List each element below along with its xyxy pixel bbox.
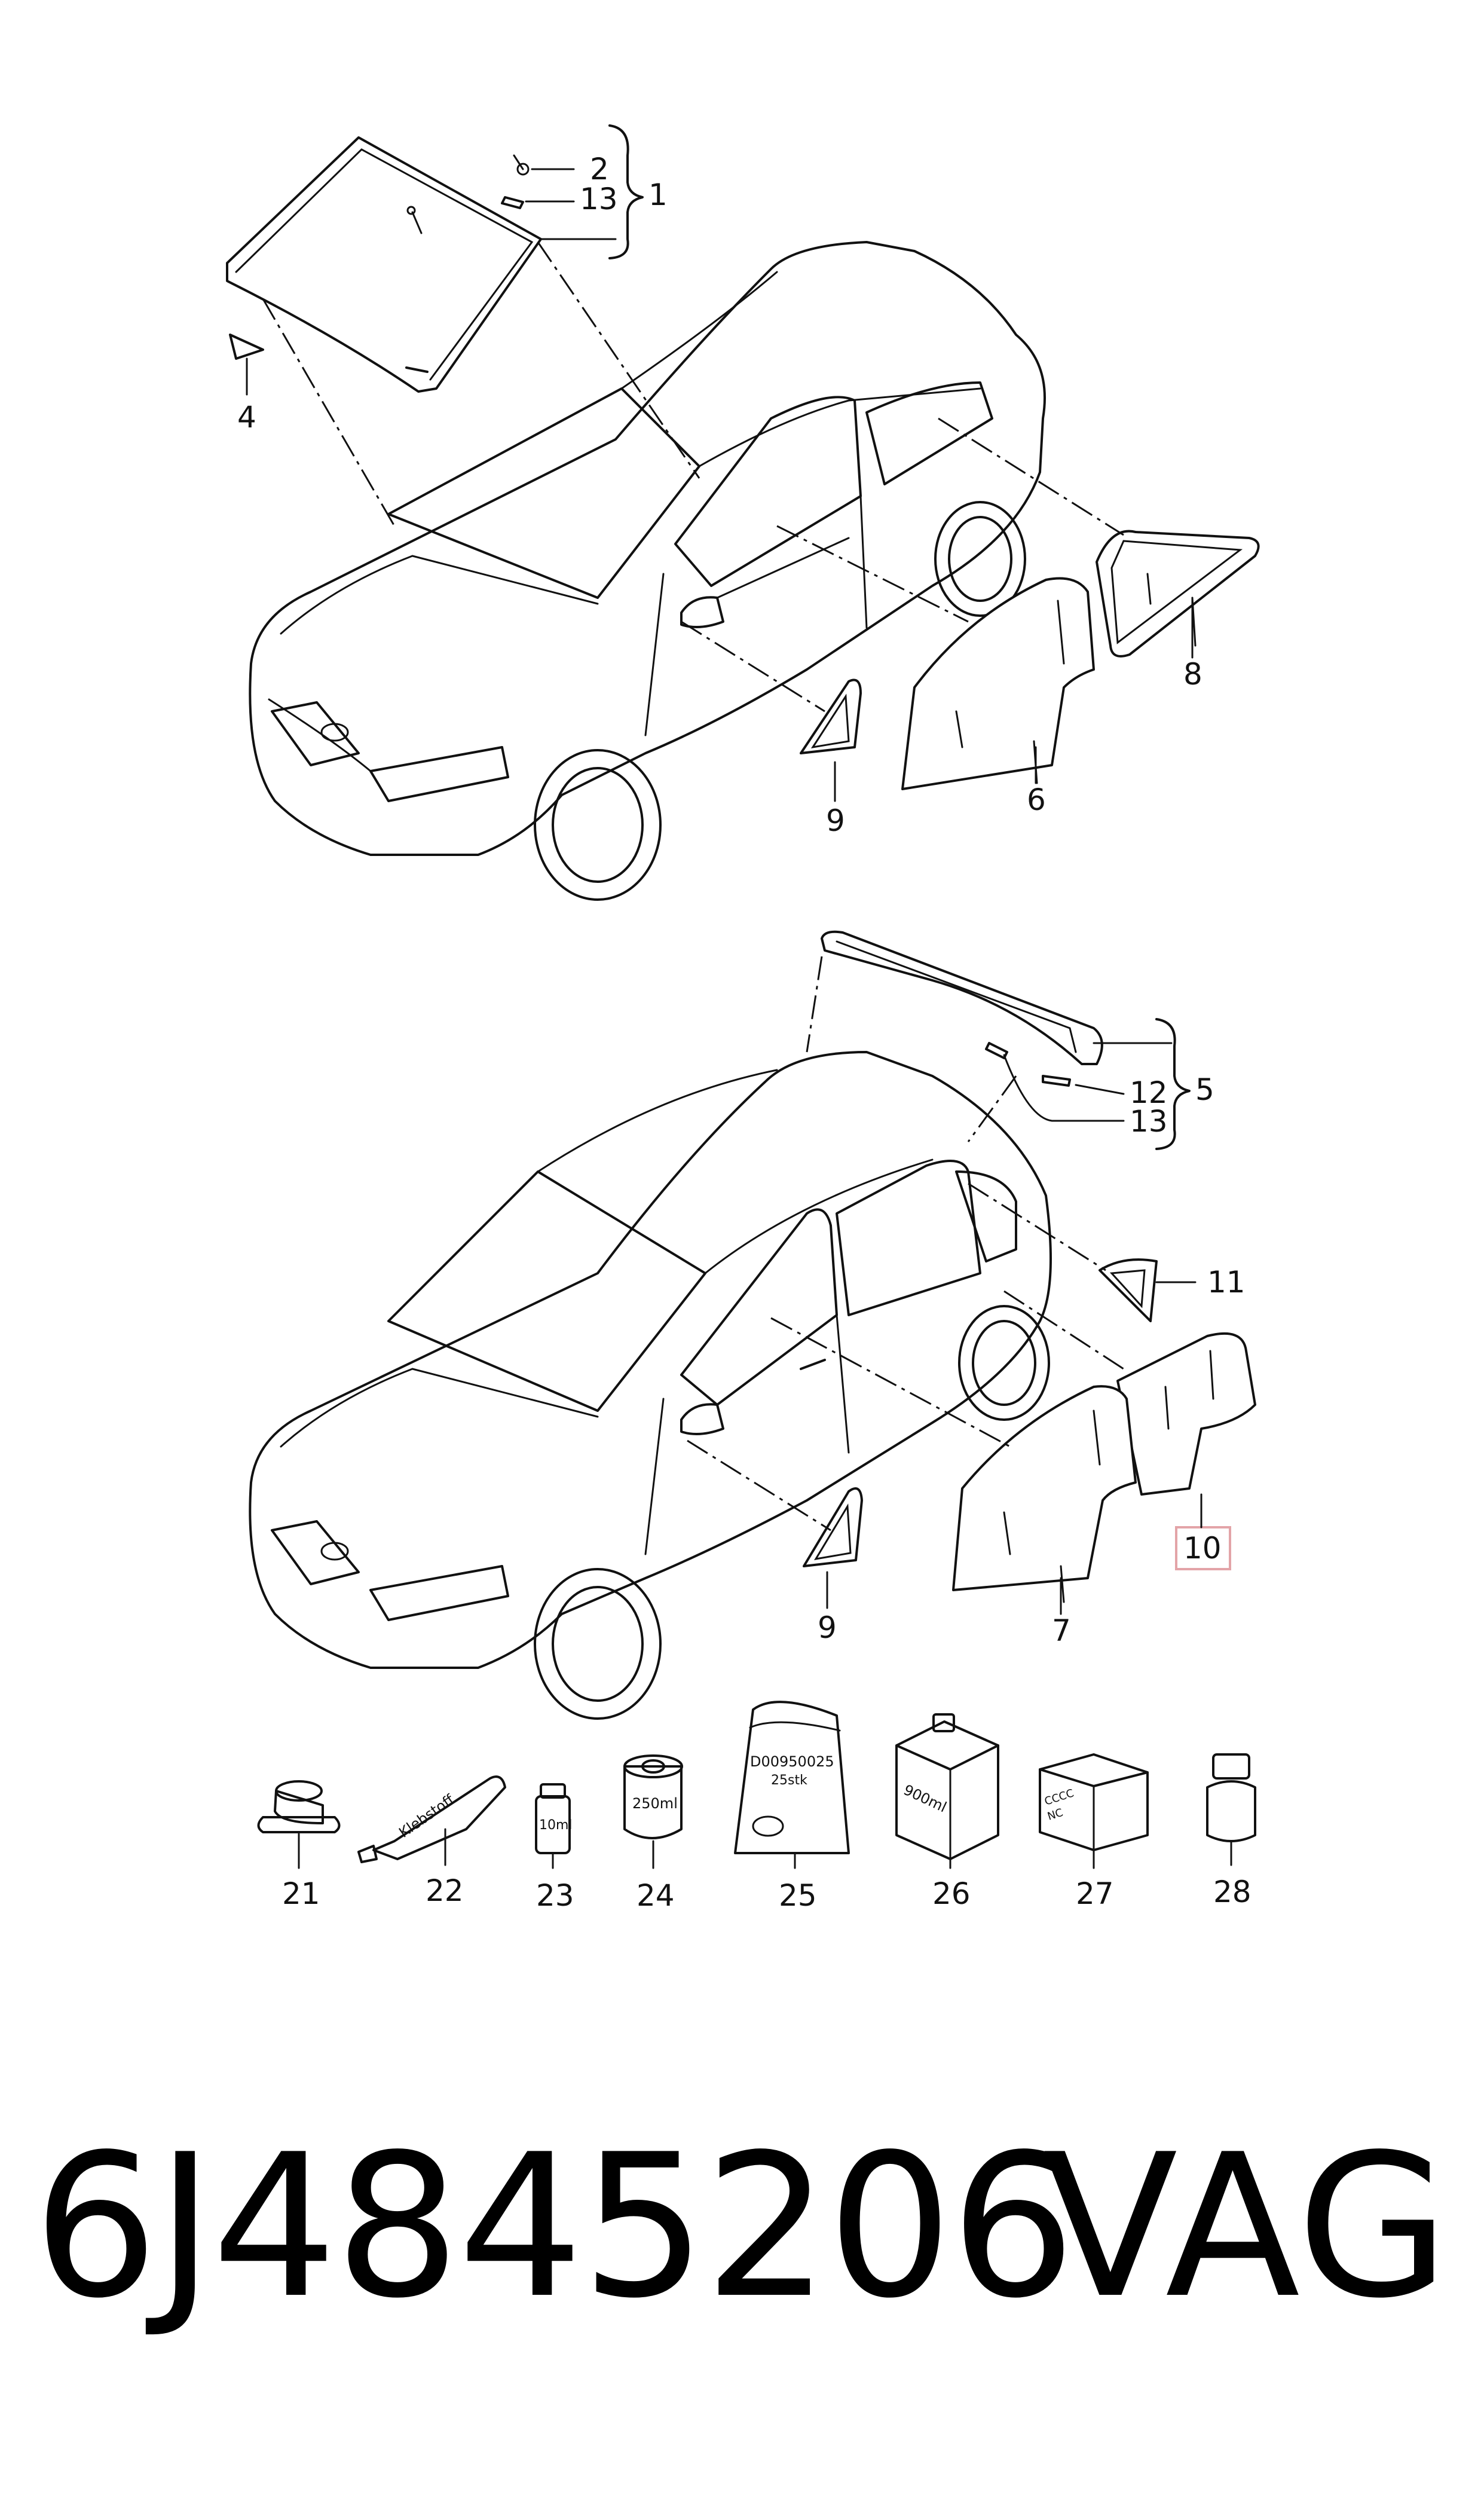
leader-part-9-bottom [687, 1439, 831, 1531]
part-5-brace [1003, 1018, 1191, 1150]
windscreen-part [226, 136, 542, 393]
footer: 6J4845206 VAG [0, 2128, 1484, 2403]
bottom-car-illustration [249, 1051, 1052, 1720]
callout-27: 27 [1076, 1876, 1114, 1911]
part-10-shape [1116, 1332, 1256, 1496]
callout-25: 25 [779, 1878, 817, 1913]
callout-12: 12 [1130, 1075, 1168, 1110]
part-6-shape [901, 577, 1095, 790]
part-8-shape [1096, 530, 1260, 658]
leader-part-9-top [681, 620, 825, 713]
label-900ml: 900ml [901, 1781, 949, 1815]
callout-6: 6 [1027, 782, 1046, 817]
callout-5: 5 [1195, 1072, 1214, 1107]
accessory-21-shape [257, 1780, 341, 1833]
label-cccc: CCCC [1043, 1787, 1075, 1808]
leader-part-10 [1003, 1290, 1124, 1370]
accessory-26-shape [895, 1713, 999, 1860]
callout-10-highlight [1175, 1526, 1231, 1570]
label-10ml: 10ml [539, 1818, 573, 1833]
product-labels: Klebstoff 10ml 250ml D00950025 25stk 900… [396, 1753, 1075, 1841]
label-250ml: 250ml [632, 1795, 678, 1812]
callout-8: 8 [1183, 657, 1203, 692]
callout-11: 11 [1207, 1265, 1246, 1300]
part-5-shape [821, 930, 1103, 1087]
part-11-shape [1099, 1258, 1197, 1322]
callout-10: 10 [1183, 1531, 1222, 1566]
leader-part-5 [806, 956, 823, 1053]
part-4-shape [229, 334, 264, 396]
callout-9-bottom: 9 [818, 1610, 837, 1645]
part-9-top-shape [800, 678, 862, 754]
callout-22: 22 [426, 1873, 464, 1908]
windscreen-accessory-markers [501, 124, 644, 259]
leader-windscreen [262, 298, 396, 527]
callout-4: 4 [237, 400, 256, 435]
accessory-27-shape [1039, 1753, 1149, 1851]
label-klebstoff: Klebstoff [396, 1791, 457, 1841]
callout-labels: 1 2 13 4 8 9 6 5 12 13 11 10 9 7 21 22 2… [237, 152, 1252, 1913]
part-number-text: 6J4845206 [33, 2112, 1076, 2341]
accessory-24-shape [623, 1754, 683, 1839]
accessory-22-shape [357, 1775, 506, 1863]
leader-part-6 [776, 525, 969, 623]
leader-windscreen-2 [537, 241, 700, 479]
callout-21: 21 [282, 1876, 320, 1911]
callout-23: 23 [536, 1878, 574, 1913]
leader-part-7 [770, 1317, 1011, 1448]
leader-part-8 [938, 417, 1124, 536]
callout-9-top: 9 [826, 803, 845, 838]
label-bag-code: D00950025 [750, 1753, 834, 1770]
leader-part-11 [968, 1182, 1106, 1271]
brand-text: VAG [1043, 2112, 1450, 2341]
top-car-illustration [249, 241, 1046, 901]
accessory-25-shape [734, 1701, 850, 1854]
accessory-28-shape [1206, 1753, 1256, 1842]
callout-26: 26 [932, 1876, 971, 1911]
callout-13-top: 13 [580, 182, 618, 216]
callout-1: 1 [648, 178, 668, 212]
callout-13-bottom: 13 [1130, 1104, 1168, 1139]
callout-2: 2 [590, 152, 609, 187]
callout-7: 7 [1052, 1613, 1071, 1648]
label-bag-qty: 25stk [771, 1773, 807, 1788]
callout-24: 24 [637, 1878, 675, 1913]
leader-part-5b [967, 1075, 1017, 1142]
part-7-shape [952, 1385, 1137, 1603]
part-9-bottom-shape [803, 1487, 863, 1567]
label-nc: NC [1046, 1806, 1064, 1823]
callout-28: 28 [1213, 1875, 1252, 1909]
